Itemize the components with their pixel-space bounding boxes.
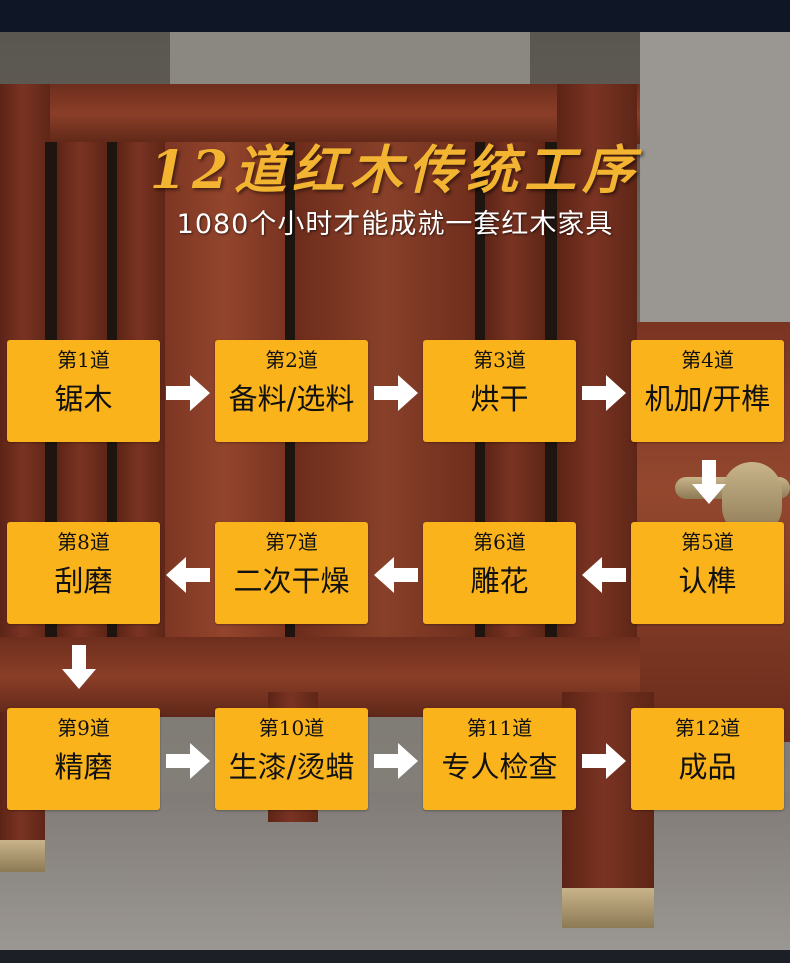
wall-panel [170, 32, 530, 92]
page-title: 12道红木传统工序 [149, 140, 641, 201]
step-2: 第2道 备料/选料 [215, 340, 368, 442]
arrow-down-icon [62, 645, 96, 689]
step-3: 第3道 烘干 [423, 340, 576, 442]
brass-foot [562, 888, 654, 928]
wall-panel [640, 32, 790, 322]
floor [0, 792, 790, 950]
step-6: 第6道 雕花 [423, 522, 576, 624]
arrow-left-icon [166, 557, 210, 593]
arrow-right-icon [166, 375, 210, 411]
top-bar [0, 0, 790, 32]
step-number: 第2道 [265, 348, 318, 372]
step-number: 第10道 [258, 716, 325, 740]
arrow-left-icon [582, 557, 626, 593]
step-5: 第5道 认榫 [631, 522, 784, 624]
step-4: 第4道 机加/开榫 [631, 340, 784, 442]
arrow-left-icon [374, 557, 418, 593]
chair-top-rail [0, 84, 640, 144]
step-number: 第7道 [265, 530, 318, 554]
arrow-right-icon [582, 743, 626, 779]
arrow-down-icon [692, 460, 726, 504]
step-9: 第9道 精磨 [7, 708, 160, 810]
step-1: 第1道 锯木 [7, 340, 160, 442]
step-number: 第5道 [681, 530, 734, 554]
page-subtitle: 1080个小时才能成就一套红木家具 [176, 209, 614, 240]
arrow-right-icon [374, 743, 418, 779]
step-number: 第1道 [57, 348, 110, 372]
step-name: 二次干燥 [233, 564, 350, 598]
step-number: 第8道 [57, 530, 110, 554]
bottom-bar [0, 950, 790, 963]
step-number: 第3道 [473, 348, 526, 372]
step-7: 第7道 二次干燥 [215, 522, 368, 624]
step-name: 烘干 [470, 382, 529, 416]
step-name: 精磨 [54, 750, 113, 784]
arrow-right-icon [374, 375, 418, 411]
arrow-right-icon [582, 375, 626, 411]
step-10: 第10道 生漆/烫蜡 [215, 708, 368, 810]
step-number: 第12道 [674, 716, 741, 740]
brass-foot [0, 840, 45, 872]
step-11: 第11道 专人检查 [423, 708, 576, 810]
step-12: 第12道 成品 [631, 708, 784, 810]
step-number: 第11道 [466, 716, 533, 740]
step-name: 专人检查 [441, 750, 558, 784]
step-number: 第4道 [681, 348, 734, 372]
arrow-right-icon [166, 743, 210, 779]
step-name: 成品 [678, 750, 737, 784]
step-name: 认榫 [678, 564, 737, 598]
step-number: 第9道 [57, 716, 110, 740]
step-name: 生漆/烫蜡 [228, 750, 355, 784]
step-name: 刮磨 [54, 564, 113, 598]
step-name: 备料/选料 [228, 382, 355, 416]
step-name: 机加/开榫 [644, 382, 771, 416]
step-number: 第6道 [473, 530, 526, 554]
seat-rail [0, 637, 640, 717]
step-name: 雕花 [470, 564, 529, 598]
step-name: 锯木 [54, 382, 113, 416]
step-8: 第8道 刮磨 [7, 522, 160, 624]
